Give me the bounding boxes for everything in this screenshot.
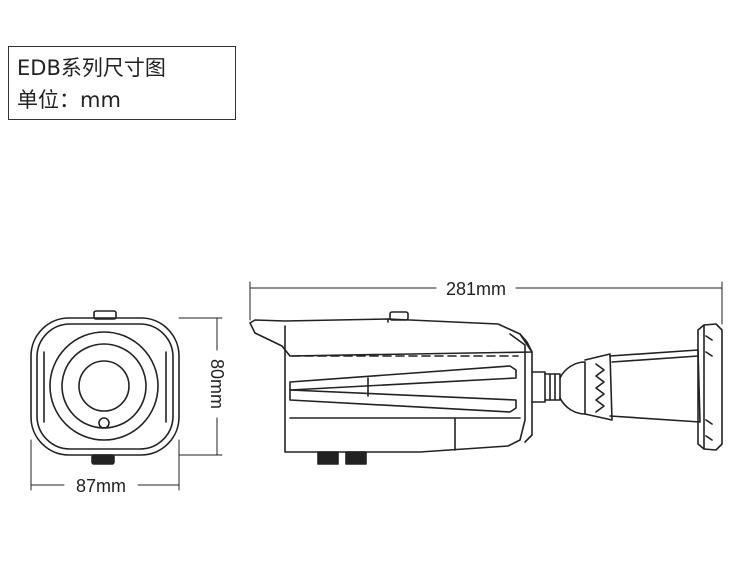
knurled-ring bbox=[584, 353, 613, 421]
width-label: 87mm bbox=[76, 476, 126, 496]
mount-neck bbox=[531, 371, 546, 403]
front-bottom-connector bbox=[91, 454, 115, 465]
ball-joint bbox=[559, 361, 586, 415]
lens-ring-outer bbox=[49, 331, 159, 441]
side-top-screw bbox=[389, 311, 409, 321]
bracket-arm-line bbox=[611, 355, 699, 363]
camera-body bbox=[284, 325, 526, 453]
length-label: 281mm bbox=[446, 279, 506, 299]
front-bezel bbox=[519, 333, 533, 443]
side-dimension-lines bbox=[249, 281, 723, 325]
front-housing-outer bbox=[30, 317, 180, 456]
knurl-zigzag bbox=[595, 363, 605, 413]
height-label: 80mm bbox=[207, 359, 227, 409]
lens bbox=[78, 360, 130, 412]
side-connector-2 bbox=[345, 451, 367, 465]
front-view bbox=[30, 310, 180, 465]
mount-collar bbox=[544, 373, 561, 401]
front-dimension-lines bbox=[30, 317, 223, 491]
fin-groove-upper bbox=[289, 365, 517, 391]
front-housing-inner bbox=[36, 323, 174, 450]
side-view bbox=[249, 311, 723, 465]
unit-label: 单位：mm bbox=[17, 88, 121, 112]
side-connector-1 bbox=[317, 451, 339, 465]
wall-plate-marks bbox=[705, 335, 713, 441]
fin-groove-lower bbox=[289, 389, 517, 413]
lens-ring-middle bbox=[61, 343, 147, 429]
sun-shield bbox=[249, 318, 533, 357]
bracket-arm bbox=[609, 349, 701, 423]
title-box: EDB系列尺寸图 单位：mm bbox=[8, 46, 236, 120]
series-title: EDB系列尺寸图 bbox=[17, 56, 166, 80]
front-top-nub bbox=[93, 310, 117, 320]
wall-plate bbox=[697, 323, 723, 451]
light-sensor bbox=[98, 417, 110, 429]
